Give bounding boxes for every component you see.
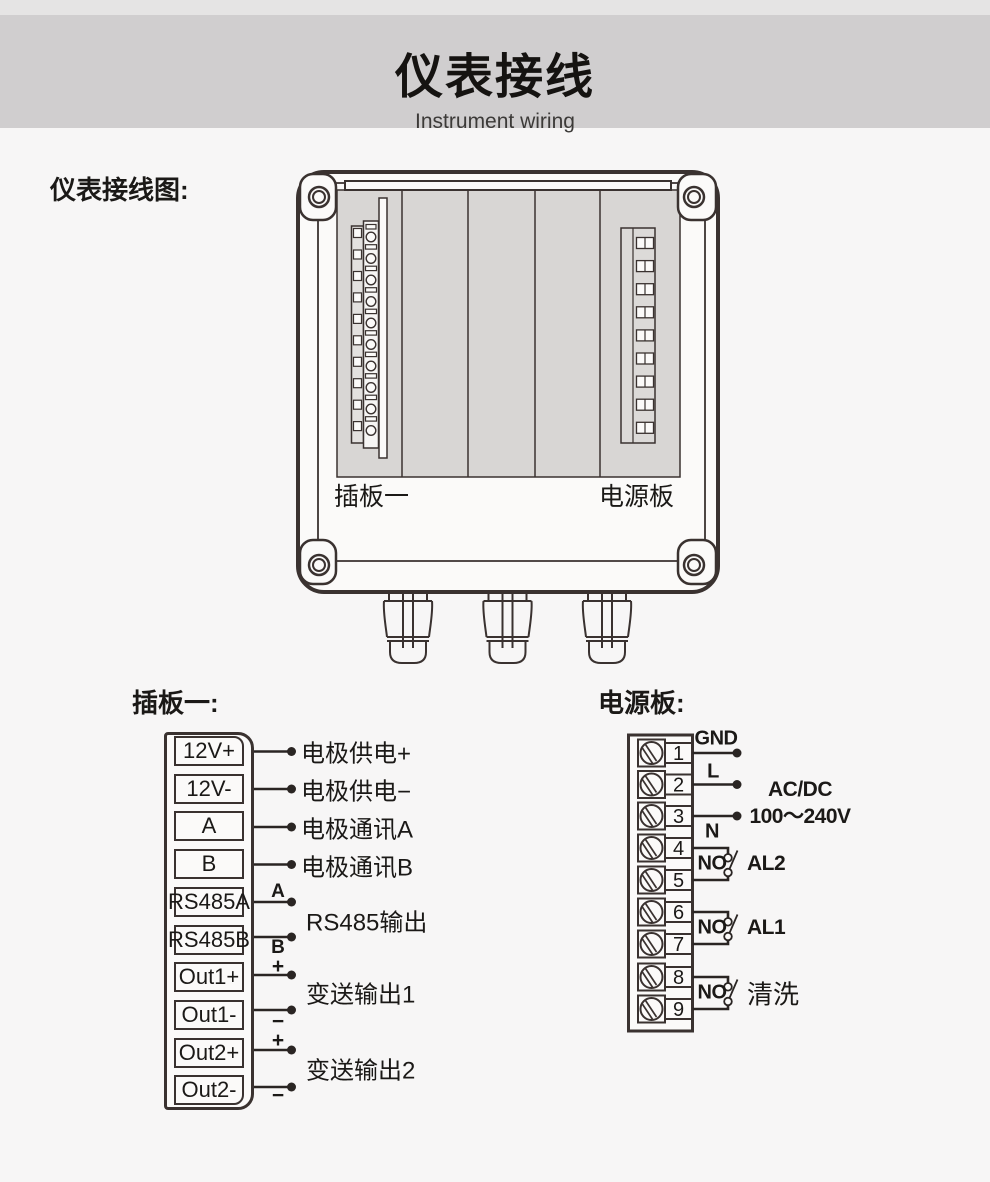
corner-screw-top-right	[676, 172, 718, 222]
header-band: 仪表接线 Instrument wiring	[0, 15, 990, 133]
terminal-number: 4	[673, 838, 684, 860]
terminal-cell-out2-minus: Out2-	[174, 1075, 244, 1105]
terminal-number: 1	[673, 743, 684, 765]
power-terminal-row-7: 7	[637, 929, 693, 959]
terminal-cell-label: A	[201, 813, 217, 838]
wire-label-electrode-supply-minus: 电极供电−	[301, 778, 412, 806]
terminal-cell-label: 12V+	[183, 738, 235, 763]
page-title: 仪表接线	[394, 51, 595, 104]
no-label-wash: NO	[697, 981, 728, 1004]
board1-wires	[254, 747, 296, 1092]
terminal-cell-12v-minus: 12V-	[174, 774, 244, 804]
wire-label-electrode-comm-a: 电极通讯A	[301, 816, 414, 844]
cable-gland-3	[581, 591, 633, 664]
rs485-a-mark: A	[271, 881, 285, 902]
top-strip	[0, 0, 990, 15]
terminal-number: 2	[673, 775, 684, 797]
out1-plus-mark: +	[271, 955, 285, 978]
power-board-figure: 1 2 3 4	[627, 733, 742, 1033]
diagram-caption: 仪表接线图:	[50, 175, 189, 205]
top-rail	[344, 180, 672, 191]
wire-label-electrode-comm-b: 电极通讯B	[301, 854, 414, 882]
no-label-al2: NO	[697, 852, 728, 875]
terminal-cell-12v-plus: 12V+	[174, 736, 244, 766]
relay-name-wash: 清洗	[747, 979, 800, 1010]
wire-label-transmit-output-1: 变送输出1	[306, 981, 416, 1009]
power-heading: 电源板:	[598, 688, 685, 718]
power-terminal-row-4: 4	[637, 833, 693, 863]
cable-gland-1	[382, 591, 434, 664]
supply-label-acdc: AC/DC	[768, 778, 833, 801]
terminal-cell-label: Out1+	[178, 964, 240, 989]
terminal-cell-out2-plus: Out2+	[174, 1038, 244, 1068]
corner-screw-bottom-right	[676, 538, 718, 586]
terminal-cell-label: 12V-	[186, 776, 232, 801]
out1-minus-mark: −	[271, 1010, 285, 1033]
panel-label-power: 电源板	[599, 483, 674, 511]
terminal-number: 5	[673, 870, 684, 892]
terminal-cell-label: RS485A	[168, 889, 250, 914]
out2-minus-mark: −	[271, 1084, 285, 1107]
relay-switch-wash	[692, 975, 739, 1011]
corner-screw-bottom-left	[298, 538, 338, 586]
terminal-cell-a: A	[174, 811, 244, 841]
power-terminal-row-8: 8	[637, 962, 693, 992]
wire-label-electrode-supply-plus: 电极供电+	[301, 740, 412, 768]
terminal-number: 7	[673, 934, 684, 956]
wire-label-transmit-output-2: 变送输出2	[306, 1057, 416, 1085]
line-label: L	[707, 760, 719, 783]
relay-switch-al1	[692, 910, 739, 946]
terminal-cell-out1-plus: Out1+	[174, 962, 244, 992]
no-label-al1: NO	[697, 916, 728, 939]
power-terminal-row-5: 5	[637, 865, 693, 895]
terminal-cell-label: B	[201, 851, 217, 876]
supply-label-voltage: 100～240V	[749, 805, 851, 828]
board1-heading: 插板一:	[132, 688, 219, 718]
enclosure-figure: 插板一 电源板	[296, 170, 720, 664]
panel-dividers	[401, 190, 601, 477]
neutral-label: N	[705, 820, 719, 843]
power-terminal-row-9: 9	[637, 994, 693, 1024]
terminal-cell-label: Out2-	[181, 1077, 237, 1102]
page-subtitle: Instrument wiring	[415, 110, 575, 133]
wire-label-rs485-output: RS485输出	[306, 909, 428, 937]
terminal-cell-out1-minus: Out1-	[174, 1000, 244, 1030]
relay-name-al1: AL1	[747, 916, 786, 939]
power-connector-strip	[620, 227, 656, 444]
terminal-number: 9	[673, 999, 684, 1021]
terminal-cell-rs485a: RS485A	[168, 887, 250, 917]
rs485-b-mark: B	[271, 937, 285, 958]
power-terminal-row-3: 3	[637, 801, 693, 831]
terminal-cell-rs485b: RS485B	[168, 925, 250, 955]
panel-label-board1: 插板一	[334, 483, 409, 511]
board1-connector	[350, 197, 388, 459]
terminal-number: 6	[673, 902, 684, 924]
terminal-number: 3	[673, 806, 684, 828]
relay-switch-al2	[692, 846, 739, 882]
gnd-label: GND	[694, 727, 738, 750]
cable-gland-2	[482, 591, 533, 664]
terminal-cell-b: B	[174, 849, 244, 879]
relay-name-al2: AL2	[747, 852, 786, 875]
terminal-cell-label: RS485B	[168, 927, 250, 952]
power-terminal-row-1: 1	[637, 738, 693, 768]
out2-plus-mark: +	[271, 1029, 285, 1052]
terminal-cell-label: Out2+	[178, 1040, 240, 1065]
power-supply-wires	[692, 748, 742, 821]
terminal-number: 8	[673, 967, 684, 989]
corner-screw-top-left	[298, 172, 338, 222]
power-terminal-row-2: 2	[637, 770, 693, 799]
terminal-cell-label: Out1-	[181, 1002, 237, 1027]
power-terminal-row-6: 6	[637, 897, 693, 927]
